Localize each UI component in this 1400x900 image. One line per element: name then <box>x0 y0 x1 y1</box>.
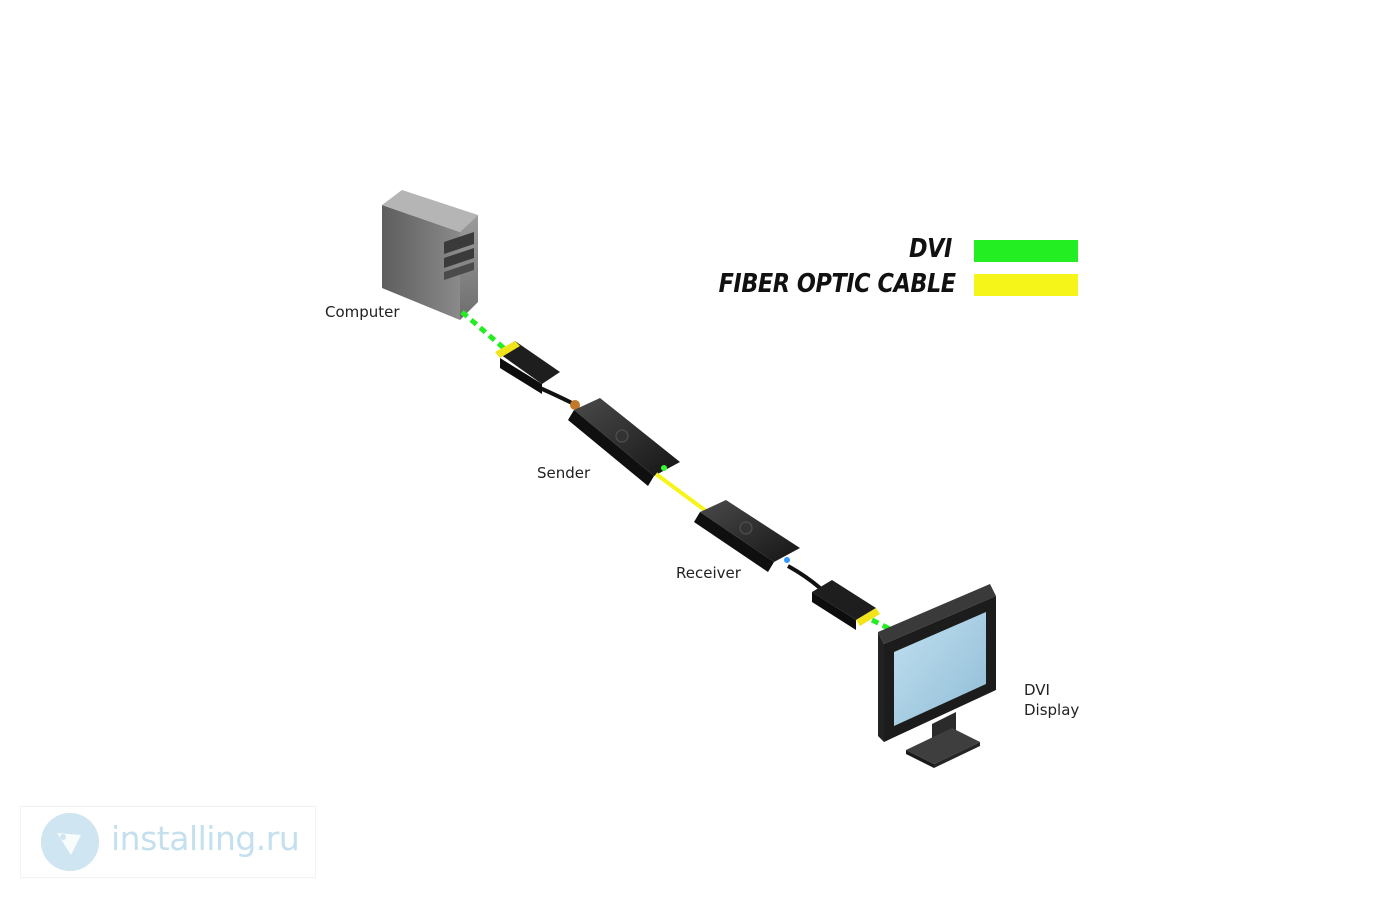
legend-dvi-label: DVI <box>909 234 952 264</box>
computer-label: Computer <box>325 303 400 321</box>
receiver-device <box>694 500 800 572</box>
monitor-icon <box>878 584 996 768</box>
sender-dvi-adapter <box>495 341 560 394</box>
sender-connector <box>570 400 580 410</box>
receiver-led <box>784 557 790 563</box>
sender-led <box>661 465 667 471</box>
computer-icon <box>382 190 478 320</box>
dvi-cable-display <box>870 617 898 635</box>
receiver-dvi-adapter <box>812 580 880 630</box>
watermark-text: installing.ru <box>111 819 300 858</box>
sender-lead-cable <box>539 386 575 406</box>
dvi-plug <box>856 608 880 626</box>
tower-side <box>382 205 460 320</box>
monitor-base <box>906 728 980 764</box>
sender-device <box>568 398 680 486</box>
dvi-plug <box>495 341 520 358</box>
sender-label: Sender <box>537 464 591 482</box>
tower-drive-bay <box>444 262 474 280</box>
display-label-line1: DVI <box>1024 681 1050 699</box>
legend-dvi-swatch <box>974 240 1078 262</box>
tower-top <box>382 190 478 232</box>
receiver-button <box>739 521 753 535</box>
watermark-logo-icon <box>41 813 99 871</box>
watermark: installing.ru <box>20 806 316 878</box>
monitor-screen <box>894 612 986 726</box>
fiber-optic-cable <box>654 472 712 516</box>
legend-fiber-label: FIBER OPTIC CABLE <box>718 269 956 299</box>
receiver-lead-cable <box>787 564 822 590</box>
receiver-label: Receiver <box>676 564 741 582</box>
legend-fiber-swatch <box>974 274 1078 296</box>
sender-button <box>615 429 629 443</box>
dvi-cable-computer <box>460 310 508 352</box>
tower-drive-bay <box>444 232 474 254</box>
tower-drive-bay <box>444 248 474 268</box>
display-label-line2: Display <box>1024 701 1080 719</box>
